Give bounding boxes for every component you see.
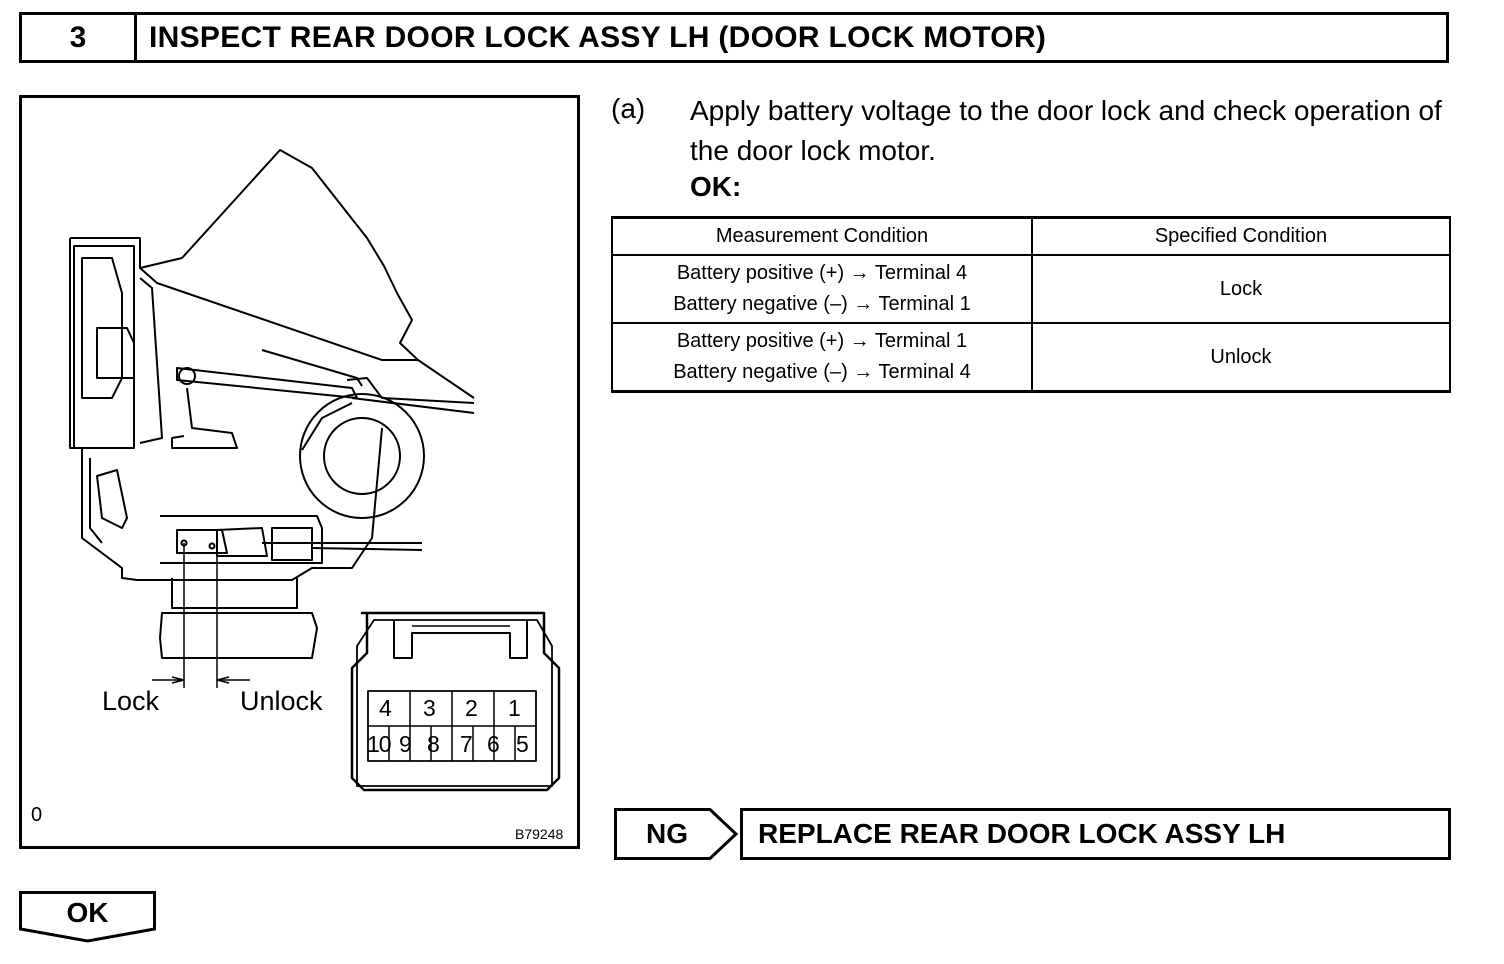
terminal-9: 9: [399, 731, 412, 757]
terminal-10: 10: [367, 731, 392, 757]
step-instruction: Apply battery voltage to the door lock a…: [690, 95, 1442, 166]
ng-action-text: REPLACE REAR DOOR LOCK ASSY LH: [758, 818, 1286, 849]
ok-criteria-label: OK:: [690, 171, 742, 202]
measurement-condition-cell: Battery positive (+) → Terminal 1 Batter…: [611, 322, 1033, 393]
ok-arrow-box: [19, 891, 156, 943]
ng-arrow-box: [614, 808, 738, 860]
lock-label: Lock: [102, 686, 160, 716]
terminal-2: 2: [465, 695, 478, 721]
step-title: INSPECT REAR DOOR LOCK ASSY LH (DOOR LOC…: [149, 20, 1047, 54]
specified-condition-cell: Unlock: [1031, 322, 1451, 393]
step-header: 3 INSPECT REAR DOOR LOCK ASSY LH (DOOR L…: [19, 12, 1449, 63]
table-header-row: Measurement Condition Specified Conditio…: [611, 216, 1451, 256]
specification-table: Measurement Condition Specified Conditio…: [611, 216, 1451, 393]
ng-label: NG: [646, 818, 688, 849]
door-lock-drawing: [69, 149, 561, 792]
step-letter: (a): [611, 93, 646, 124]
terminal-8: 8: [427, 731, 440, 757]
ok-label: OK: [66, 897, 109, 928]
terminal-7: 7: [460, 731, 473, 757]
condition-line: Battery positive (+) → Terminal 4: [676, 262, 968, 284]
specified-condition-cell: Lock: [1031, 254, 1451, 324]
ng-action-box: REPLACE REAR DOOR LOCK ASSY LH: [740, 808, 1451, 860]
condition-line: Battery positive (+) → Terminal 1: [676, 330, 968, 352]
corner-mark: 0: [31, 804, 43, 826]
condition-line: Battery negative (–) → Terminal 1: [673, 293, 971, 315]
terminal-5: 5: [516, 731, 529, 757]
terminal-1: 1: [508, 695, 521, 721]
table-row: Battery positive (+) → Terminal 1 Batter…: [611, 322, 1451, 393]
table-row: Battery positive (+) → Terminal 4 Batter…: [611, 254, 1451, 324]
column-header: Specified Condition: [1031, 216, 1451, 256]
terminal-3: 3: [423, 695, 436, 721]
column-header: Measurement Condition: [611, 216, 1033, 256]
measurement-condition-cell: Battery positive (+) → Terminal 4 Batter…: [611, 254, 1033, 324]
figure-code: B79248: [515, 826, 564, 842]
unlock-label: Unlock: [240, 686, 323, 716]
step-number: 3: [22, 15, 137, 60]
door-lock-illustration: 4 3 2 1 10 9 8 7 6 5 Lock Unlock 0 B7924…: [19, 95, 580, 849]
condition-line: Battery negative (–) → Terminal 4: [673, 361, 971, 383]
terminal-4: 4: [379, 695, 392, 721]
terminal-6: 6: [487, 731, 500, 757]
